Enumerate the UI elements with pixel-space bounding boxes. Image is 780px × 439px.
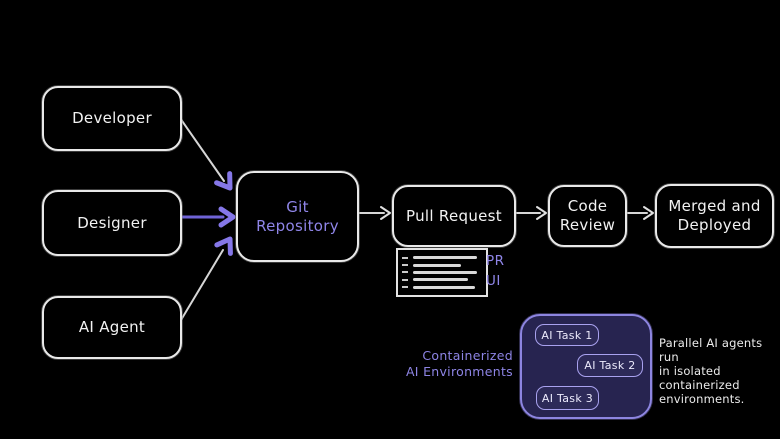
- ai-task-3-label: AI Task 3: [541, 391, 594, 405]
- list-line-mark: [413, 263, 461, 267]
- list-line-mark: [413, 278, 468, 282]
- node-git-repository-label: Git Repository: [256, 197, 339, 235]
- node-developer-label: Developer: [72, 109, 152, 127]
- list-bullet-mark: [402, 256, 408, 259]
- node-code-review-label: Code Review: [559, 197, 616, 234]
- list-bullet-mark: [402, 278, 408, 281]
- list-line-mark: [413, 285, 475, 289]
- ai-task-2-box: AI Task 2: [577, 354, 643, 377]
- node-merged-deployed-label: Merged and Deployed: [668, 197, 761, 234]
- list-bullet-mark: [402, 264, 408, 267]
- arrow-designer-to-git: [179, 206, 236, 228]
- node-ai-agent-label: AI Agent: [78, 318, 146, 336]
- arrow-developer-to-git: [179, 117, 233, 191]
- pr-ui-label: PR UI: [486, 251, 505, 291]
- arrow-pull-request-to-code-review: [513, 206, 547, 220]
- ai-task-1-box: AI Task 1: [535, 324, 599, 346]
- node-code-review: Code Review: [548, 185, 627, 247]
- pr-ui-sketch-row: [398, 285, 486, 289]
- list-bullet-mark: [402, 286, 408, 289]
- node-developer: Developer: [42, 86, 182, 151]
- node-merged-deployed: Merged and Deployed: [655, 184, 774, 248]
- pr-ui-sketch: [396, 248, 488, 297]
- node-pull-request: Pull Request: [392, 185, 516, 247]
- containerized-label-line2: AI Environments: [405, 364, 513, 379]
- pr-ui-sketch-row: [398, 263, 486, 267]
- list-bullet-mark: [402, 271, 408, 274]
- annotation-line4: environments.: [659, 392, 745, 406]
- ai-task-3-box: AI Task 3: [536, 386, 599, 410]
- pr-ui-sketch-row: [398, 270, 486, 274]
- arrow-ai-agent-to-git: [180, 236, 233, 321]
- annotation-line3: containerized: [659, 378, 740, 392]
- containerized-label-line1: Containerized: [422, 348, 513, 363]
- ai-task-2-label: AI Task 2: [584, 359, 636, 372]
- parallel-agents-annotation: Parallel AI agents run in isolated conta…: [659, 336, 780, 406]
- containerized-environments-box: AI Task 1 AI Task 2 AI Task 3: [520, 314, 652, 419]
- node-ai-agent: AI Agent: [42, 296, 182, 359]
- node-designer-label: Designer: [77, 213, 147, 232]
- node-git-repository: Git Repository: [236, 171, 359, 262]
- annotation-line2: in isolated: [659, 364, 721, 378]
- node-pull-request-label: Pull Request: [406, 206, 502, 225]
- containerized-environments-label: Containerized AI Environments: [403, 348, 513, 380]
- annotation-line1: Parallel AI agents run: [659, 336, 763, 364]
- pr-ui-sketch-row: [398, 256, 486, 260]
- node-designer: Designer: [42, 190, 182, 256]
- pr-ui-label-line1: PR: [486, 253, 505, 269]
- list-line-mark: [413, 270, 477, 274]
- list-line-mark: [413, 256, 477, 260]
- ai-task-1-label: AI Task 1: [541, 328, 593, 342]
- pr-ui-label-line2: UI: [486, 273, 501, 289]
- arrow-code-review-to-merged: [624, 206, 654, 220]
- arrow-git-to-pull-request: [356, 206, 391, 220]
- pr-ui-sketch-row: [398, 278, 486, 282]
